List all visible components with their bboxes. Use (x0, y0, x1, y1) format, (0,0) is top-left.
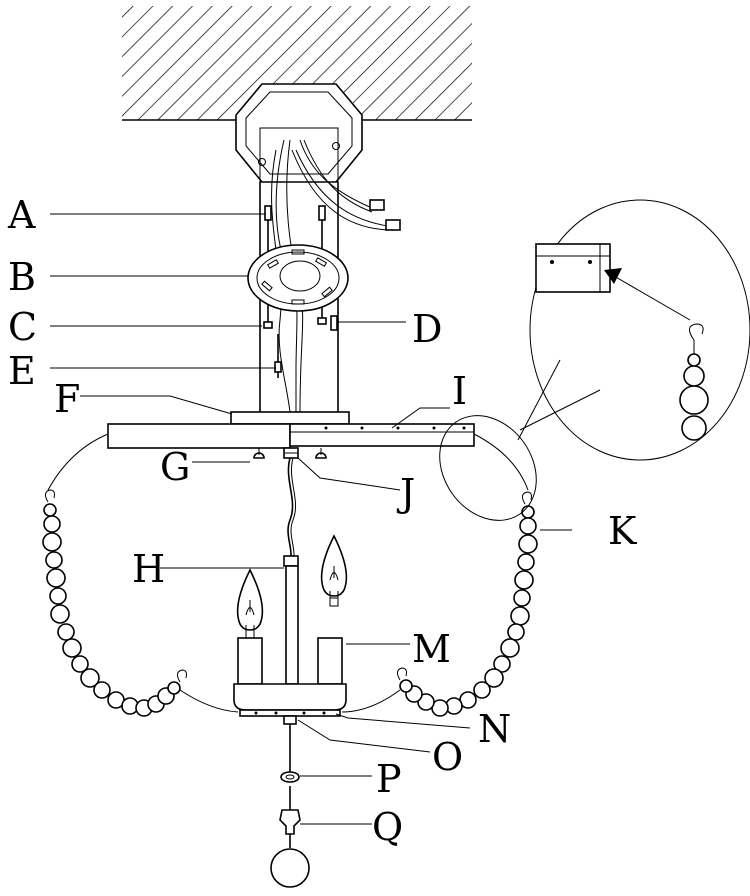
bead (517, 553, 535, 571)
bead (43, 515, 61, 533)
bead (518, 534, 538, 554)
label-m: M (412, 627, 451, 671)
power-cord (287, 457, 297, 563)
bead-chain-icon (42, 503, 538, 717)
label-e: E (8, 349, 36, 393)
label-b: B (8, 255, 36, 299)
nut-o-icon (283, 715, 297, 774)
candle-bulb-icon (236, 568, 264, 639)
part-labels: A B C D E F G H I J K M N O P Q (7, 193, 637, 849)
label-n: N (478, 707, 511, 751)
bead (493, 655, 511, 673)
rod-e-icon (274, 334, 282, 378)
candle-cup-m-icon (237, 637, 343, 685)
candle-bulb-icon (320, 534, 348, 607)
bead (507, 623, 525, 641)
bead (514, 570, 534, 590)
bead (167, 681, 181, 695)
bead (46, 568, 66, 588)
bead (500, 638, 520, 658)
bead (510, 606, 530, 626)
bead (473, 681, 491, 699)
label-g: G (160, 445, 190, 489)
leader-lines (50, 213, 572, 825)
bead (49, 587, 67, 605)
label-j: J (396, 471, 415, 515)
center-post-h-icon (283, 555, 299, 685)
bead (93, 681, 111, 699)
bead (50, 604, 70, 624)
bead (57, 623, 75, 641)
ball-finial-icon (270, 848, 310, 888)
mounting-plate-icon (247, 244, 349, 312)
label-a: A (7, 193, 36, 237)
hook-icon (44, 489, 532, 683)
label-p: P (376, 757, 402, 801)
bead (80, 668, 100, 688)
finial-q-icon (279, 786, 301, 848)
label-f: F (54, 377, 80, 421)
bead (71, 655, 89, 673)
bead (399, 679, 413, 693)
supply-wires (271, 139, 401, 413)
bead (513, 589, 531, 607)
label-i: I (452, 369, 467, 413)
label-q: Q (372, 805, 403, 849)
junction-box-icon (235, 83, 363, 183)
rail-i-icon (289, 423, 475, 447)
bead (521, 505, 535, 519)
label-k: K (608, 509, 637, 553)
detail-ellipse-k (439, 199, 750, 521)
label-d: D (412, 307, 442, 351)
knob-g-icon (253, 448, 327, 459)
coupling-j-icon (283, 447, 299, 459)
guide-arrows (47, 433, 529, 713)
bead (45, 551, 63, 569)
label-c: C (8, 305, 37, 349)
bead (519, 517, 537, 535)
label-o: O (432, 735, 463, 779)
label-h: H (132, 547, 165, 591)
washer-p-icon (280, 771, 300, 783)
bead (417, 693, 435, 711)
bead (42, 532, 62, 552)
bottom-bowl-n-icon (233, 683, 347, 717)
bead (43, 503, 57, 517)
nut-c-icon (263, 317, 327, 329)
screw-d-icon (330, 315, 338, 331)
bead (62, 638, 82, 658)
bead (484, 668, 504, 688)
